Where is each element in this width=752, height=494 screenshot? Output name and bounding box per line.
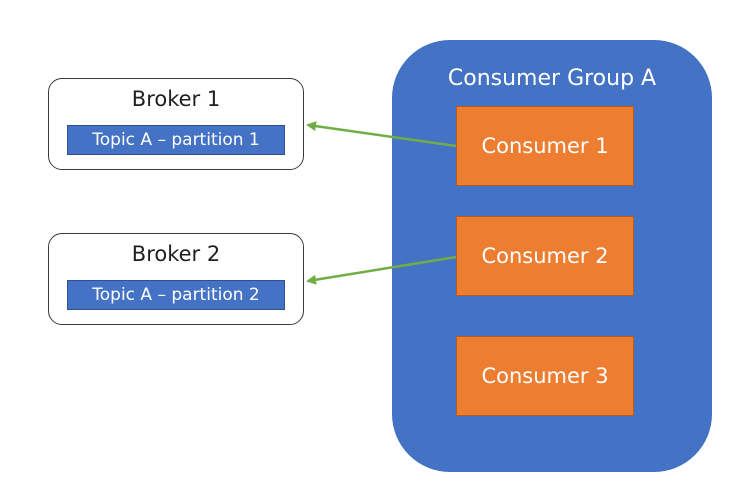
broker-1-partition: Topic A – partition 1 — [67, 125, 285, 155]
broker-2-title: Broker 2 — [131, 242, 221, 266]
broker-2-box: Broker 2 Topic A – partition 2 — [48, 233, 304, 325]
broker-1-box: Broker 1 Topic A – partition 1 — [48, 78, 304, 170]
broker-1-title: Broker 1 — [131, 87, 221, 111]
consumer-1-box: Consumer 1 — [456, 106, 634, 186]
consumer-group-box: Consumer Group A Consumer 1 Consumer 2 C… — [392, 40, 712, 472]
consumer-3-box: Consumer 3 — [456, 336, 634, 416]
broker-2-partition: Topic A – partition 2 — [67, 280, 285, 310]
consumer-group-title: Consumer Group A — [447, 66, 657, 91]
consumer-2-box: Consumer 2 — [456, 216, 634, 296]
